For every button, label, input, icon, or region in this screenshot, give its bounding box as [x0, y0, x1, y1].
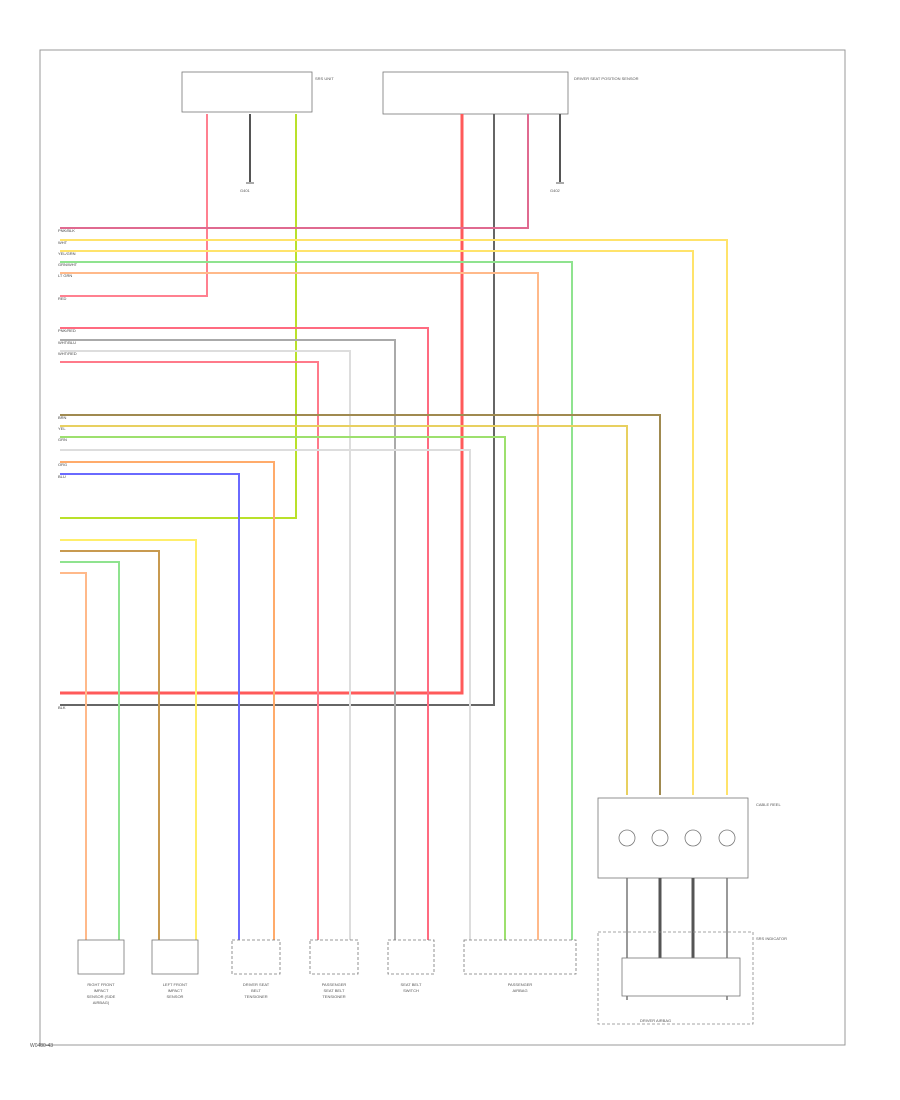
- wire-grn-group4: [60, 561, 120, 940]
- wire-gry-group3: [60, 449, 471, 940]
- wire-ltgrn-group1: [60, 272, 539, 940]
- wire-label-yelgrn: YEL/GRN: [58, 251, 76, 256]
- component-label: SENSOR (SIDE: [87, 994, 116, 999]
- connector-seat-sensor: [382, 71, 569, 115]
- wire-yelgrn-group1: [60, 250, 694, 795]
- wire-label-ltgrn: LT GRN: [58, 273, 72, 278]
- wire-grn-group3: [60, 436, 506, 940]
- component-label: TENSIONER: [322, 994, 345, 999]
- wire-org-group4: [60, 572, 87, 940]
- component-label: SWITCH: [403, 988, 419, 993]
- wire-label-pnkred: PNK/RED: [58, 328, 76, 333]
- component-label: TENSIONER: [244, 994, 267, 999]
- connector-label-srs-unit: SRS UNIT: [315, 76, 334, 81]
- component-label: AIRBAG): [93, 1000, 110, 1005]
- cable-reel-label: CABLE REEL: [756, 802, 781, 807]
- wire-pink-top: [60, 114, 208, 297]
- driver-airbag-box: [597, 931, 754, 1025]
- wire-blk-main: [60, 114, 495, 706]
- component-label: BELT: [251, 988, 261, 993]
- component-label: AIRBAG: [512, 988, 527, 993]
- driver-airbag-inflator: [621, 957, 741, 997]
- wire-org-group3: [60, 461, 275, 940]
- wire-brn-group3: [60, 414, 661, 795]
- component-label: RIGHT FRONT: [87, 982, 115, 987]
- wire-label-wht: WHT: [58, 240, 68, 245]
- component-label: PASSENGER: [322, 982, 347, 987]
- component-label: IMPACT: [94, 988, 109, 993]
- wire-pnkred-group2: [60, 327, 429, 940]
- wire-label-grnwht: GRN/WHT: [58, 262, 78, 267]
- component-label: PASSENGER: [508, 982, 533, 987]
- wire-yel-group3: [60, 425, 628, 795]
- wire-grnwht-group1: [60, 261, 573, 940]
- ground-label-g401: G401: [240, 188, 251, 193]
- connector-srs-unit: [181, 71, 313, 113]
- wire-label-whtblu: WHT/BLU: [58, 340, 76, 345]
- wire-red-group2: [60, 361, 319, 940]
- component-label: SENSOR: [167, 994, 184, 999]
- wire-label-red: RED: [58, 296, 67, 301]
- wire-label-blk: BLK: [58, 705, 66, 710]
- wire-yelgrn-1: [60, 114, 297, 519]
- wire-yel-group4: [60, 539, 197, 940]
- component-label: LEFT FRONT: [163, 982, 188, 987]
- wire-whtblu-group2: [60, 339, 396, 940]
- diagram-border: [39, 49, 846, 1046]
- wire-red-main: [60, 114, 464, 695]
- wire-label-yel: YEL: [58, 426, 66, 431]
- wire-pnkblk-top: [60, 114, 529, 229]
- ground-label-g402: G402: [550, 188, 561, 193]
- component-label: IMPACT: [168, 988, 183, 993]
- srs-indicator-label: SRS INDICATOR: [756, 936, 787, 941]
- wire-label-org: ORG: [58, 462, 67, 467]
- wire-label-whtred: WHT/RED: [58, 351, 77, 356]
- connector-label-seat-sensor: DRIVER SEAT POSITION SENSOR: [574, 76, 639, 81]
- wire-blu-group3: [60, 473, 240, 940]
- component-boxes: [77, 939, 577, 975]
- driver-airbag-label: DRIVER AIRBAG: [640, 1018, 671, 1023]
- wire-label-blu: BLU: [58, 474, 66, 479]
- wire-wht-group1: [60, 239, 728, 795]
- wire-label-pnkblk: PNK/BLK: [58, 228, 75, 233]
- wire-label-brn: BRN: [58, 415, 67, 420]
- wire-label-grn: GRN: [58, 437, 67, 442]
- wire-whtred-group2: [60, 350, 351, 940]
- component-label: DRIVER SEAT: [243, 982, 270, 987]
- wire-brn-group4: [60, 550, 160, 940]
- component-label: SEAT BELT: [324, 988, 345, 993]
- component-label: SEAT BELT: [401, 982, 422, 987]
- reference-code: W0480-43: [30, 1043, 54, 1049]
